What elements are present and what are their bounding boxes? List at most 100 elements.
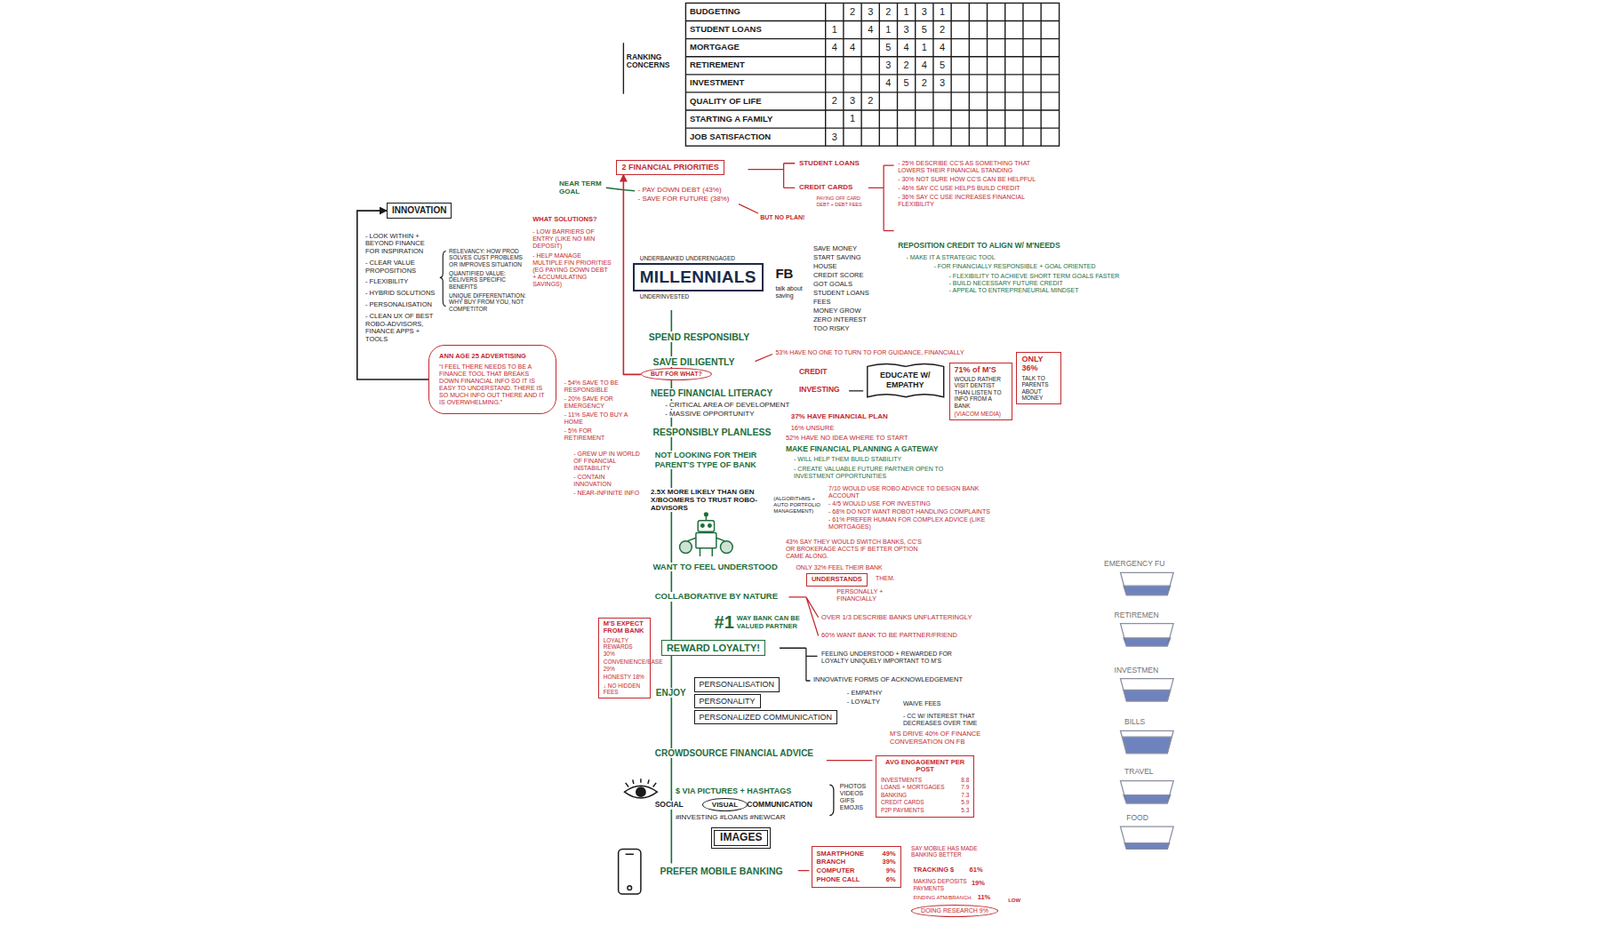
- table-row: SMARTPHONE49%: [816, 850, 896, 859]
- glass-icon: [1120, 572, 1174, 595]
- label-text: - FOR FINANCIALLY RESPONSIBLE + GOAL ORI…: [933, 263, 1096, 271]
- label-text: COMMUNICATION: [746, 800, 813, 810]
- label-text: SPEND RESPONSIBLY: [647, 331, 752, 343]
- table-cell: 3: [843, 95, 862, 107]
- table-cell: 3: [879, 59, 897, 72]
- label-text: - MAKE IT A STRATEGIC TOOL: [905, 254, 995, 262]
- label-text: - CLEAN UX OF BEST ROBO-ADVISORS, FINANC…: [365, 312, 437, 344]
- label-text: GOT GOALS: [813, 280, 853, 289]
- label-text: - LOOK WITHIN + BEYOND FINANCE FOR INSPI…: [365, 232, 437, 256]
- label-text: VIDEOS: [840, 790, 864, 798]
- glass-icon: [1120, 826, 1174, 849]
- label-text: RELEVANCY: HOW PROD SOLVES CUST PROBLEMS…: [448, 248, 529, 268]
- label-text: - SAVE FOR FUTURE (38%): [638, 194, 730, 203]
- table-cell: 2: [825, 95, 844, 107]
- glass-icon: [1123, 689, 1171, 702]
- label-text: 53% HAVE NO ONE TO TURN TO FOR GUIDANCE,…: [775, 349, 964, 357]
- phone-icon: [618, 848, 641, 895]
- bracket: [440, 251, 447, 307]
- table-cell: 4: [915, 59, 934, 72]
- eye-icon: [624, 785, 658, 799]
- label-text: - MASSIVE OPPORTUNITY: [663, 409, 756, 418]
- label-text: - 25% DESCRIBE CC'S AS SOMETHING THAT LO…: [897, 160, 1051, 175]
- robot-illustration: [701, 524, 704, 528]
- label-text: CREDIT CARDS: [799, 183, 853, 192]
- node-text: 6%: [886, 876, 896, 885]
- label-text: REPOSITION CREDIT TO ALIGN W/ M'NEEDS: [897, 241, 1060, 251]
- keyword-box: PERSONALIZED COMMUNICATION: [694, 710, 838, 725]
- robot-illustration: [680, 512, 734, 557]
- table-cell: 3: [861, 6, 880, 18]
- table-cell: 5: [897, 77, 916, 89]
- label-text: EMERGENCY FU: [1104, 560, 1165, 569]
- label-text: CROWDSOURCE FINANCIAL ADVICE: [653, 748, 816, 760]
- label-text: NOT LOOKING FOR THEIR PARENT'S TYPE OF B…: [653, 450, 785, 470]
- node-text: 39%: [882, 858, 896, 867]
- node-text: PERSONALISATION: [699, 680, 775, 689]
- label-text: START SAVING: [813, 254, 862, 263]
- table-row-header: MORTGAGE: [689, 42, 740, 53]
- label-text: RETIREMEN: [1114, 611, 1160, 621]
- keyword-oval: VISUAL: [702, 798, 748, 812]
- label-text: - NEAR-INFINITE INFO: [573, 489, 643, 497]
- node-text: 5.3: [960, 807, 969, 814]
- glass-icon: [1122, 736, 1172, 753]
- table-cell: 2: [897, 59, 916, 72]
- label-text: OVER 1/3 DESCRIBE BANKS UNFLATTERINGLY: [821, 614, 972, 623]
- table-row: P2P PAYMENTS5.3: [880, 807, 969, 814]
- node-text: REWARD LOYALTY!: [666, 642, 760, 655]
- glass-icon: [1124, 843, 1170, 850]
- label-text: SOCIAL: [653, 800, 686, 810]
- label-text: 2.5X MORE LIKELY THAN GEN X/BOOMERS TO T…: [648, 488, 765, 513]
- table-row-header: JOB SATISFACTION: [689, 132, 771, 143]
- glass-icon: [1120, 679, 1174, 702]
- table-cell: 2: [879, 6, 897, 18]
- label-text: #1: [714, 612, 735, 633]
- label-text: - BUILD NECESSARY FUTURE CREDIT: [949, 280, 1064, 288]
- node-text: UNDERINVESTED: [640, 293, 690, 300]
- node-text: SMARTPHONE: [816, 850, 864, 859]
- ranking-table: [623, 42, 624, 94]
- channel-table: SMARTPHONE49%BRANCH39%COMPUTER9%PHONE CA…: [811, 846, 902, 889]
- table-cell: 1: [915, 41, 934, 54]
- label-text: - EMPATHY: [847, 689, 883, 698]
- node-text: 5.9: [960, 799, 969, 806]
- node-text: BRANCH: [816, 858, 847, 867]
- label-text: FOOD: [1126, 814, 1149, 824]
- label-text: - 11% SAVE TO BUY A HOME: [564, 411, 634, 426]
- label-text: - LOW BARRIERS OF ENTRY (LIKE NO MIN DEP…: [532, 228, 613, 250]
- label-text: MAKING DEPOSITS PAYMENTS: [912, 878, 969, 892]
- leader-line: [754, 354, 773, 362]
- table-row-header: INVESTMENT: [689, 78, 744, 88]
- label-text: ONLY 32% FEEL THEIR BANK: [795, 564, 882, 572]
- node-text: PERSONALIZED COMMUNICATION: [699, 712, 832, 722]
- robot-illustration: [704, 512, 709, 517]
- table-cell: 4: [843, 41, 862, 54]
- label-text: - 5% FOR RETIREMENT: [564, 427, 634, 442]
- glass-icon: [1120, 730, 1174, 753]
- label-text: PREFER MOBILE BANKING: [657, 865, 784, 877]
- label-text: 37% HAVE FINANCIAL PLAN: [791, 412, 888, 421]
- label-text: NEED FINANCIAL LITERACY: [648, 388, 775, 400]
- label-text: MONEY GROW: [813, 307, 862, 316]
- node-text: BANKING: [880, 792, 907, 799]
- eye-icon: [636, 787, 646, 797]
- priority-box: 2 FINANCIAL PRIORITIES: [616, 160, 724, 175]
- table-cell: 2: [861, 95, 880, 107]
- node-text: PHONE CALL: [816, 876, 861, 885]
- node-text: ANN AGE 25 ADVERTISING: [439, 352, 546, 361]
- label-text: 60% WANT BANK TO BE PARTNER/FRIEND: [821, 632, 958, 640]
- node-text: LOYALTY REWARDS 30%: [603, 637, 647, 657]
- node-text: M'S EXPECT FROM BANK: [603, 620, 647, 636]
- robot-illustration: [708, 524, 712, 528]
- label-text: COLLABORATIVE BY NATURE: [653, 592, 780, 602]
- table-cell: 4: [879, 77, 897, 89]
- question-oval: BUT FOR WHAT?: [640, 368, 712, 381]
- label-text: MAKE FINANCIAL PLANNING A GATEWAY: [785, 445, 939, 455]
- leader-line: [798, 870, 810, 872]
- highlight-box: UNDERSTANDS: [806, 573, 868, 587]
- label-text: EMOJIS: [840, 804, 864, 812]
- label-text: SAVE MONEY: [813, 245, 857, 254]
- label-text: - FLEXIBILITY TO ACHIEVE SHORT TERM GOAL…: [949, 272, 1120, 280]
- node-text: 7.9: [960, 784, 969, 791]
